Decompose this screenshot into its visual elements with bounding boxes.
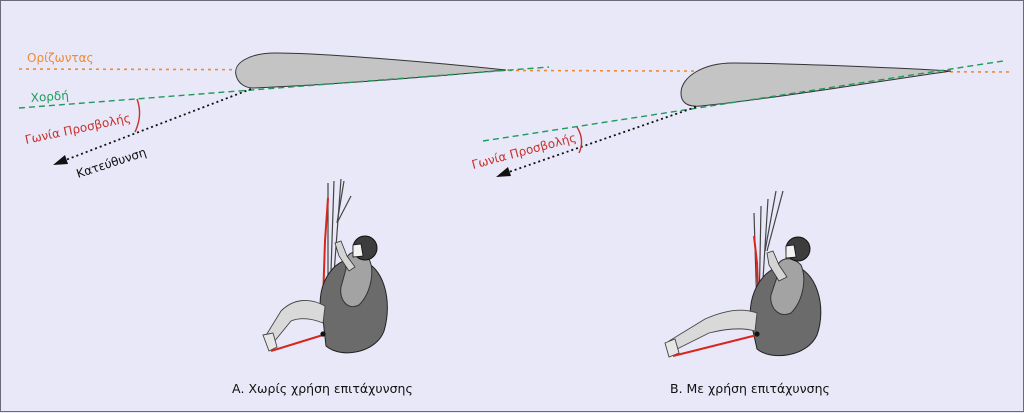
direction-arrowhead-a xyxy=(53,155,68,165)
arm-b xyxy=(766,250,788,282)
angle-arc-a xyxy=(134,98,141,133)
diagram-b xyxy=(482,60,1004,177)
diagram-a xyxy=(18,52,550,165)
chord-line-b xyxy=(482,60,1004,142)
wing-profile-a xyxy=(235,52,507,89)
speed-line-a xyxy=(322,197,329,302)
direction-line-a xyxy=(62,88,252,162)
angle-arc-b xyxy=(576,126,583,154)
horizon-label: Ορίζωντας xyxy=(27,51,94,65)
foot-b xyxy=(664,338,680,358)
pilot-figure-b xyxy=(664,190,822,358)
direction-arrowhead-b xyxy=(496,167,511,177)
chord-line-a xyxy=(18,66,550,109)
face-b xyxy=(785,244,797,259)
wing-profile-b xyxy=(680,62,952,107)
legs-b xyxy=(668,309,758,352)
direction-label: Κατεύθυνση xyxy=(75,145,148,181)
arm-a xyxy=(334,240,356,272)
chord-label: Χορδή xyxy=(30,88,69,105)
speed-bar-pivot-b xyxy=(754,331,760,337)
speed-bar-b xyxy=(672,334,758,357)
caption-a: Α. Χωρίς χρήση επιτάχυνσης xyxy=(232,381,413,396)
pilot-figure-a xyxy=(262,178,388,354)
speed-bar-pivot-a xyxy=(320,331,326,337)
face-a xyxy=(352,243,364,258)
speed-bar-a xyxy=(270,334,324,352)
direction-line-b xyxy=(505,106,697,174)
caption-b: Β. Με χρήση επιτάχυνσης xyxy=(670,381,830,396)
angle-label-b: Γωνία Προσβολής xyxy=(470,131,578,172)
foot-a xyxy=(262,332,278,352)
